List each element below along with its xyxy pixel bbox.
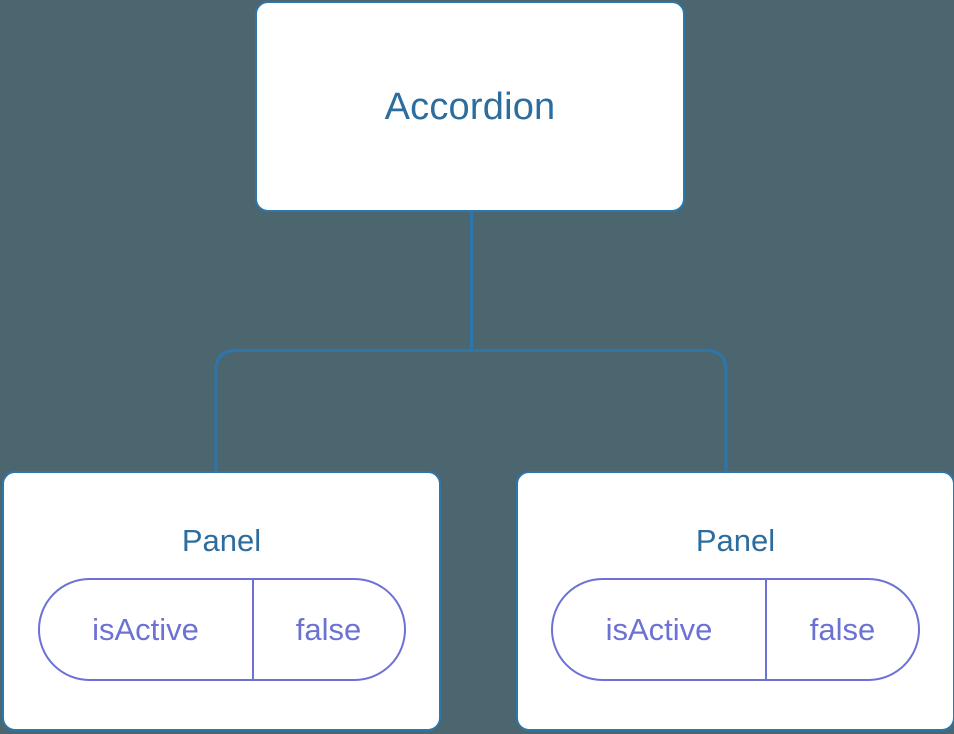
node-accordion[interactable]: Accordion [255, 1, 685, 212]
prop-key-isactive-right: isActive [605, 612, 713, 647]
prop-pill-isactive-right[interactable]: isActive false [551, 578, 920, 681]
node-panel-left-label: Panel [181, 523, 262, 558]
edge-to-panel-left [214, 349, 472, 472]
node-panel-right-label: Panel [695, 523, 776, 558]
node-accordion-label: Accordion [384, 85, 556, 128]
node-panel-right[interactable]: Panel isActive false [516, 471, 954, 731]
prop-value-isactive-left: false [251, 580, 404, 679]
edge-to-panel-right [471, 349, 728, 472]
prop-value-isactive-right: false [765, 580, 918, 679]
prop-key-isactive-left: isActive [92, 612, 199, 647]
prop-pill-isactive-left[interactable]: isActive false [37, 578, 406, 681]
node-panel-left[interactable]: Panel isActive false [2, 471, 441, 731]
